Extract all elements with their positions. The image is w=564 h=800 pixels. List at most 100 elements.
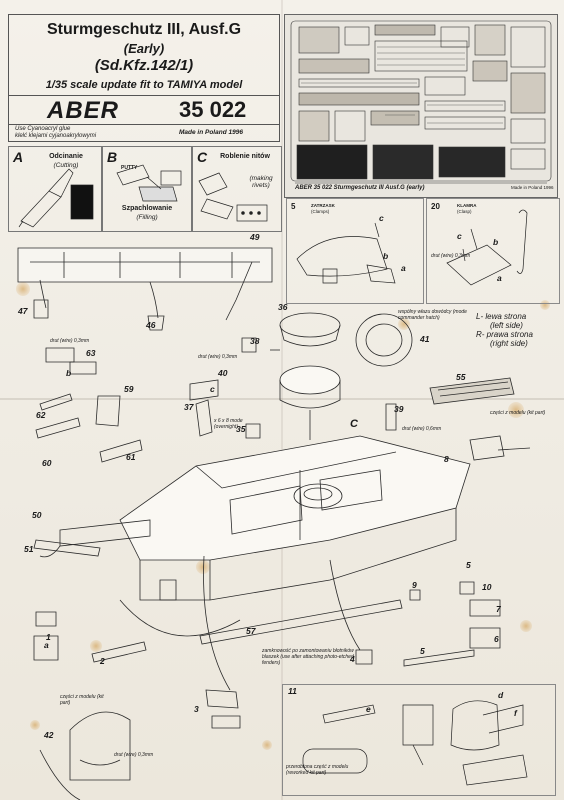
filling-illustration [116, 164, 182, 202]
note-wire: drut (wire) 0,3mm [198, 354, 238, 360]
part-number: 42 [44, 730, 54, 740]
note-reworked: przerobiona część z modelu (reworked kit… [286, 764, 349, 776]
scale-line: 1/35 scale update fit to TAMIYA model [45, 79, 243, 91]
part-number: 38 [250, 336, 260, 346]
stain [90, 640, 102, 652]
kit-title: Sturmgeschutz III, Ausf.G [46, 21, 242, 38]
stain [16, 282, 30, 296]
inset-number: 5 [291, 202, 296, 211]
note-wire: drut (wire) 0,3mm [114, 752, 154, 758]
part-number: 7 [496, 604, 501, 614]
part-number: 61 [126, 452, 136, 462]
part-number: 11 [288, 686, 297, 696]
technique-filling: B Szpachlowanie (Filling) PUTTY [102, 146, 192, 232]
part-letter: a [497, 273, 502, 283]
stain [262, 740, 272, 750]
part-letter: c [379, 213, 384, 223]
note-kit-part: części z modelu (kit part) [60, 694, 104, 706]
note-kit-part: części z modelu (kit part) [490, 410, 546, 416]
part-number: 55 [456, 372, 466, 382]
part-number: 63 [86, 348, 96, 358]
part-number: 37 [184, 402, 194, 412]
technique-cutting: A Odcinanie (Cutting) [8, 146, 102, 232]
technique-letter: A [13, 149, 24, 165]
part-letter: f [514, 708, 517, 718]
stain [520, 620, 532, 632]
inset-clamps: 5 ZATRZASK (Clamps) c b a [286, 198, 424, 304]
part-number: 60 [42, 458, 52, 468]
part-number: 50 [32, 510, 42, 520]
part-letter: a [44, 640, 49, 650]
inset-subtitle: (Clasp) [457, 209, 472, 214]
legend-left-en: (left side) [490, 321, 523, 330]
fret-made: Made in Poland 1996 [511, 185, 554, 190]
part-number: 57 [246, 626, 256, 636]
part-number: 10 [482, 582, 492, 592]
fold-line [0, 398, 564, 400]
technique-caption-en: (Filling) [136, 214, 158, 221]
glue-note-pl: klelć klejami cyjanoakrylowymi [15, 133, 97, 139]
technique-caption: Roblenie nitów [220, 153, 270, 160]
legend-right-en: (right side) [490, 339, 528, 348]
part-number: 9 [412, 580, 417, 590]
part-number: 5 [466, 560, 471, 570]
glue-note-en: Use Cyanoacryl glue [15, 126, 71, 132]
part-number: 36 [278, 302, 288, 312]
kit-variant: (Early) [123, 41, 165, 56]
part-number: 4 [350, 654, 355, 664]
part-letter: c [457, 231, 462, 241]
inset-title: KLAMRA [457, 203, 477, 208]
technique-caption-en: (Cutting) [53, 162, 79, 169]
part-number: 47 [18, 306, 28, 316]
rivets-illustration [198, 172, 268, 222]
stain [508, 402, 524, 418]
technique-caption: Odcinanie [49, 153, 83, 160]
part-number: 35 [236, 424, 246, 434]
part-letter: d [498, 690, 504, 700]
part-number: 3 [194, 704, 199, 714]
fold-line [281, 0, 283, 800]
step-11-drawing [302, 700, 528, 786]
step-11-panel [282, 684, 556, 796]
note-wire: drut (wire) 0,3mm [50, 338, 90, 344]
fret-drawing [290, 20, 552, 184]
part-number: 1 [46, 632, 51, 642]
fret-label: ABER 35 022 Sturmgeschutz III Ausf.G (ea… [295, 185, 425, 191]
part-number: 46 [146, 320, 156, 330]
product-code: 35 022 [179, 97, 247, 122]
inset-clasp: 20 KLAMRA (Clasp) drut (wire) 0,3mm c b … [426, 198, 560, 304]
note-rivets: x 6 x 8 mode (overnight) [214, 418, 243, 430]
technique-caption-en: (making rivets) [249, 175, 273, 189]
part-number: 51 [24, 544, 34, 554]
part-letter: a [401, 263, 406, 273]
stain [398, 318, 410, 330]
stain [30, 720, 40, 730]
part-number: 6 [494, 634, 499, 644]
side-legend: L- lewa strona (left side) R- prawa stro… [476, 312, 533, 348]
part-letter: b [493, 237, 499, 247]
stain [196, 560, 210, 574]
part-number: 2 [100, 656, 105, 666]
part-letter: b [383, 251, 389, 261]
note-hatch: wspólny włazu dowódcy (mode commander ha… [398, 309, 467, 321]
part-letter: c [210, 384, 215, 394]
note-fenders: zamknowość po zamontowaniu błotników bla… [262, 648, 354, 666]
brand-logo: ABER [47, 97, 120, 124]
technique-rivets: C Roblenie nitów (making rivets) [192, 146, 282, 232]
title-block: Sturmgeschutz III, Ausf.G (Early) (Sd.Kf… [8, 14, 280, 142]
stain [540, 300, 550, 310]
technique-caption: Szpachlowanie [121, 205, 173, 212]
part-number: 41 [420, 334, 430, 344]
divider [9, 124, 279, 125]
part-number: 5 [420, 646, 425, 656]
legend-left: L- lewa strona [476, 312, 527, 321]
technique-letter: C [197, 149, 208, 165]
part-number: 39 [394, 404, 404, 414]
cutting-illustration [18, 168, 94, 228]
part-number: 49 [250, 232, 260, 242]
inset-title: ZATRZASK [311, 203, 335, 208]
note-wire: drut (wire) 0,6mm [402, 426, 442, 432]
wire-note: drut (wire) 0,3mm [431, 253, 471, 259]
part-number: 8 [444, 454, 449, 464]
